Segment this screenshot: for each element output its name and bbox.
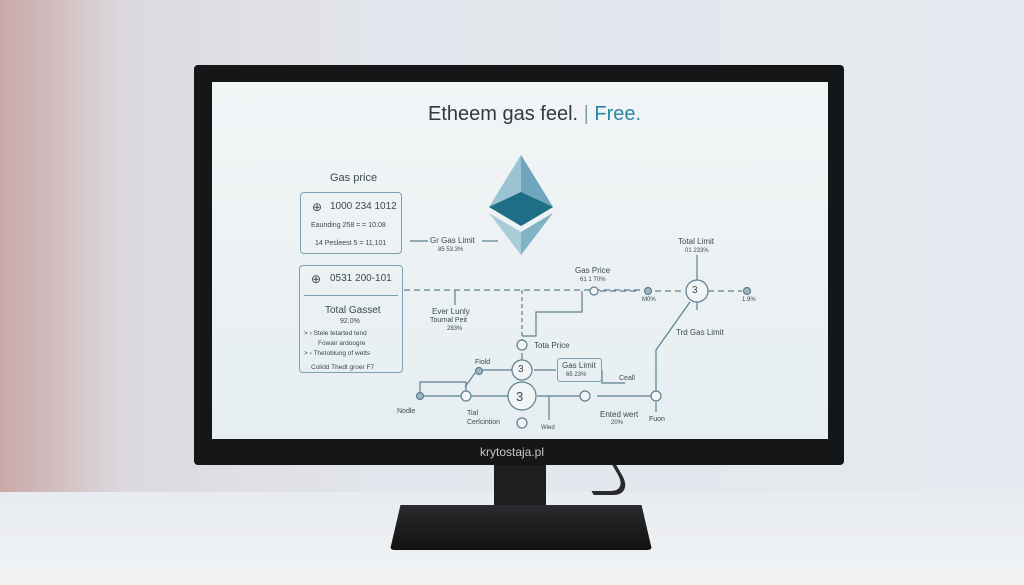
gas-price-node-label: Gas Price bbox=[575, 266, 611, 275]
conformation-label: Cerlcintion bbox=[467, 419, 501, 426]
trd-gas-limit-label: Trd Gas Limit bbox=[676, 328, 724, 337]
ethereum-logo-icon bbox=[489, 155, 553, 255]
page-title: Etheem gas feel. | Free. bbox=[428, 103, 641, 126]
pct-right: 1.9% bbox=[742, 297, 756, 303]
total-gasset-footer: Colidd Thedt groer F7 bbox=[311, 364, 375, 371]
title-accent: Free. bbox=[594, 103, 642, 125]
gas-price-node-pct: 61 1 T0% bbox=[580, 277, 606, 283]
total-gasset-card bbox=[299, 265, 403, 373]
gas-limit-box-pct: 65 23% bbox=[566, 372, 587, 378]
gas-limit-label: Gr Gas Limit bbox=[430, 236, 475, 245]
divider bbox=[304, 295, 398, 296]
gas-limit-box bbox=[557, 358, 602, 382]
total-limit-label: Total Limit bbox=[678, 237, 715, 246]
total-limit-pct: 01 233% bbox=[685, 248, 709, 254]
gas-limit-pct: 85 53.3% bbox=[438, 247, 464, 253]
eth-icon: ⊕ bbox=[311, 272, 322, 286]
gas-price-heading: Gas price bbox=[330, 172, 378, 184]
ented-label: Ented wert bbox=[600, 410, 639, 419]
gas-price-line1: Eaunding 258 = = 10.08 bbox=[311, 222, 386, 229]
list-item: > › Thetoblung of wetts bbox=[304, 350, 371, 357]
list-item: Fowair ardoogre bbox=[318, 340, 366, 347]
node-label: Nodle bbox=[397, 408, 416, 415]
wied-label: Wied bbox=[541, 425, 555, 431]
node-3-label: 3 bbox=[518, 364, 524, 375]
eth-icon: ⊕ bbox=[312, 200, 323, 214]
gas-price-card bbox=[300, 192, 402, 254]
total-gasset-value: 0531 200-101 bbox=[330, 273, 392, 284]
title-separator: | bbox=[583, 103, 589, 125]
fuon-label: Fuon bbox=[649, 416, 665, 423]
gas-price-line2: 14 Pesleest 5 = 11,101 bbox=[315, 240, 387, 247]
tournal-pct: 283% bbox=[447, 326, 463, 332]
total-gasset-heading: Total Gasset bbox=[325, 305, 381, 316]
monitor-brand-label: krytostaja.pl bbox=[479, 445, 545, 459]
field-label: Fiold bbox=[475, 359, 491, 366]
ceall-label: Ceall bbox=[619, 375, 635, 382]
total-gasset-pct: 92.0% bbox=[340, 318, 360, 325]
gas-limit-box-label: Gas Limit bbox=[562, 361, 596, 370]
trial-label: Tial bbox=[467, 410, 479, 417]
monitor-stand-neck bbox=[494, 465, 546, 510]
pct-mid: M0% bbox=[642, 297, 656, 303]
ever-label: Ever Lunly bbox=[432, 307, 470, 316]
ented-pct: 20% bbox=[611, 420, 624, 426]
list-item: > › Stele tetarted tend bbox=[304, 330, 367, 337]
monitor-stand-base bbox=[390, 505, 652, 550]
title-main: Etheem gas feel. bbox=[428, 103, 579, 125]
node-3-label: 3 bbox=[692, 285, 698, 296]
node-3-label: 3 bbox=[516, 389, 524, 404]
gas-price-value: 1000 234 1012 bbox=[330, 201, 397, 212]
tournal-label: Tournal Peit bbox=[430, 317, 467, 324]
tota-price-label: Tota Price bbox=[534, 341, 570, 350]
